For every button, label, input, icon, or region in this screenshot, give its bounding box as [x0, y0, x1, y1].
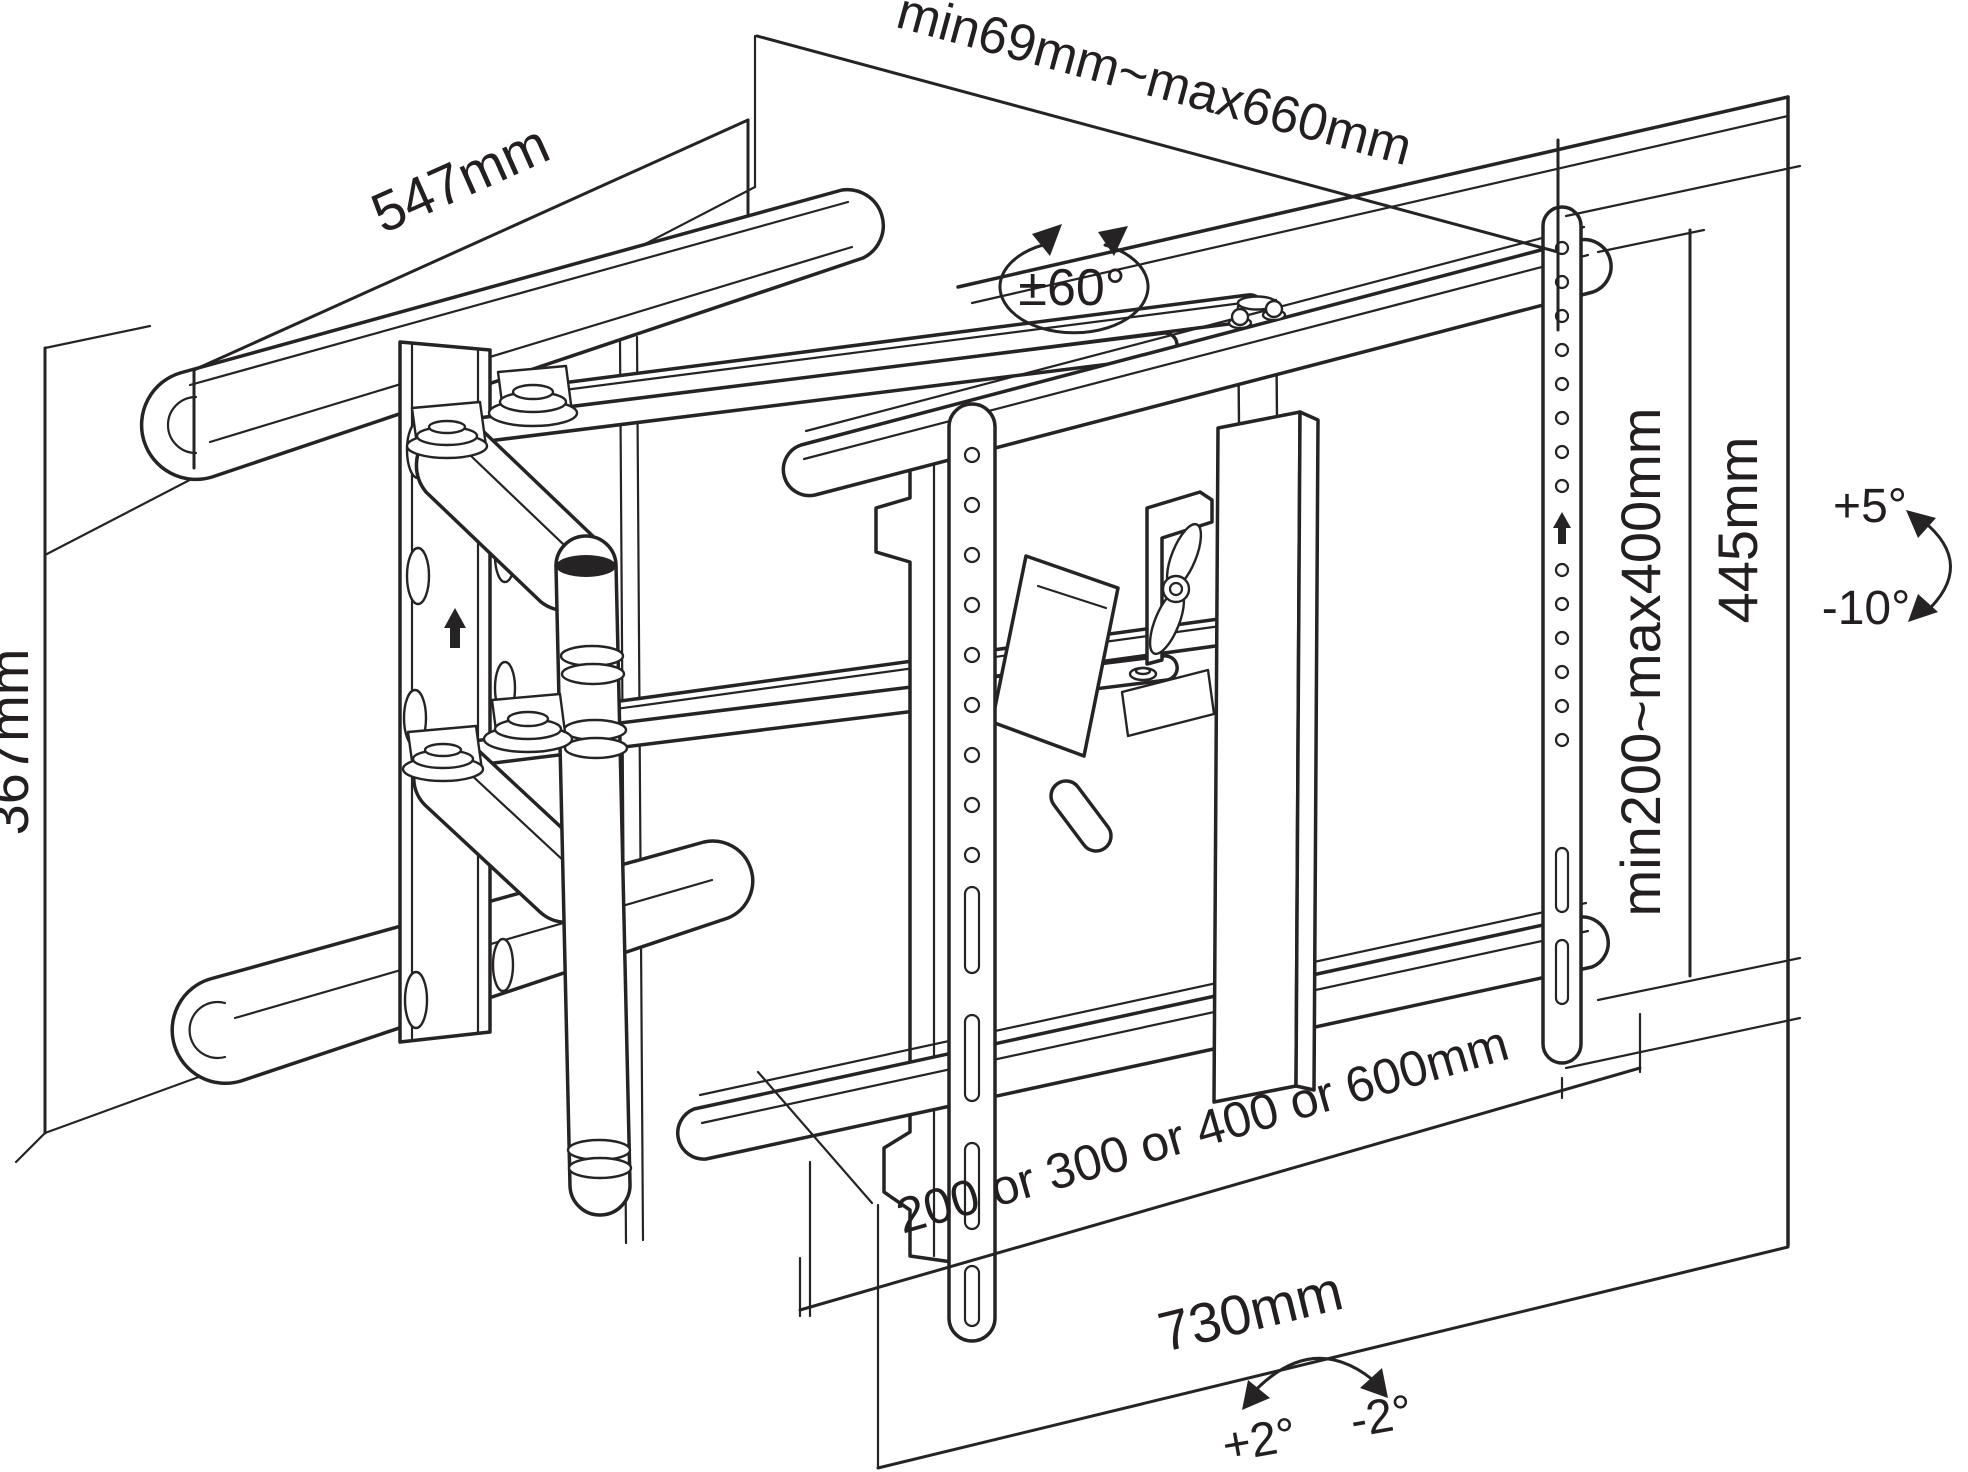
up-arrow-icon: [1553, 512, 1571, 544]
level-annotation: +2° -2°: [1218, 1356, 1416, 1472]
tv-bottom-bar: [676, 901, 1610, 1161]
arc-arrow-icon: [1098, 226, 1128, 256]
wall-plate-top-rail: [139, 187, 886, 482]
label-445mm: 445mm: [1706, 437, 1769, 624]
arc-arrow-icon: [1242, 1380, 1270, 1410]
dim-730: 730mm: [876, 1245, 1790, 1470]
articulating-arm: [401, 293, 1265, 1217]
hinge-washers-bottom-b: [401, 742, 485, 783]
tilt-wing-knob: [1148, 522, 1203, 656]
label-level-minus: -2°: [1346, 1385, 1416, 1448]
label-level-plus: +2°: [1218, 1408, 1300, 1472]
label-tilt-up: +5°: [1833, 480, 1907, 533]
tv-plane: [756, 95, 1790, 1470]
arc-arrow-icon: [1906, 510, 1936, 538]
label-730mm: 730mm: [1152, 1258, 1348, 1363]
label-tilt-down: -10°: [1822, 582, 1911, 635]
dim-445: 445mm: [1564, 164, 1802, 1070]
label-367mm: 367mm: [0, 649, 40, 836]
arc-arrow-icon: [1360, 1368, 1388, 1398]
tilt-mechanism: [990, 490, 1216, 853]
hinge-washers-top-b: [405, 419, 489, 460]
up-arrow-icon: [444, 608, 466, 648]
tv-bracket-plate: [874, 436, 954, 1264]
tilt-annotation: +5° -10°: [1822, 480, 1952, 635]
arc-arrow-icon: [1032, 224, 1062, 256]
vesa-rail-right: [1541, 205, 1583, 1065]
hinge-washers-bottom-a: [482, 710, 574, 754]
label-547mm: 547mm: [362, 111, 558, 245]
hinge-washers-top-a: [487, 383, 579, 428]
swivel-annotation: ±60°: [998, 224, 1150, 335]
vesa-rail-left: [947, 402, 997, 1343]
dim-min200-max400: min200~max400mm: [1596, 228, 1802, 1002]
label-min69-max660: min69mm~max660mm: [891, 0, 1418, 177]
label-min200-max400: min200~max400mm: [1609, 408, 1672, 917]
label-swivel-range: ±60°: [1018, 259, 1125, 317]
dim-367: 367mm: [0, 324, 152, 1135]
arc-arrow-icon: [1908, 594, 1938, 622]
tv-center-column: [1212, 410, 1320, 1104]
